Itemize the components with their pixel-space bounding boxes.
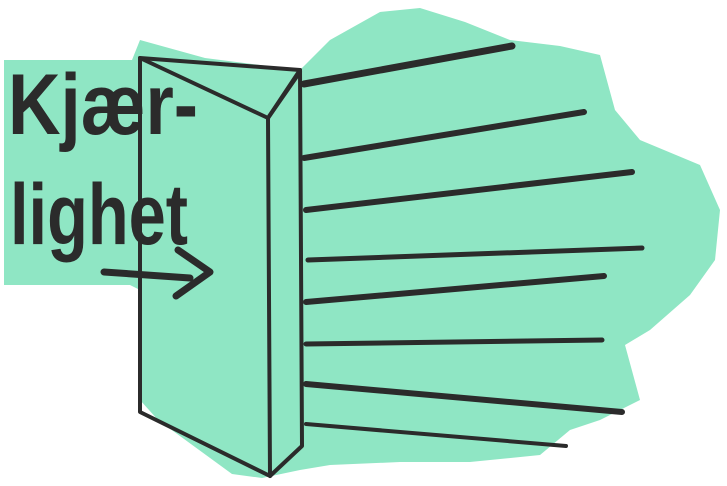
title-line-2: lighet bbox=[10, 167, 188, 263]
